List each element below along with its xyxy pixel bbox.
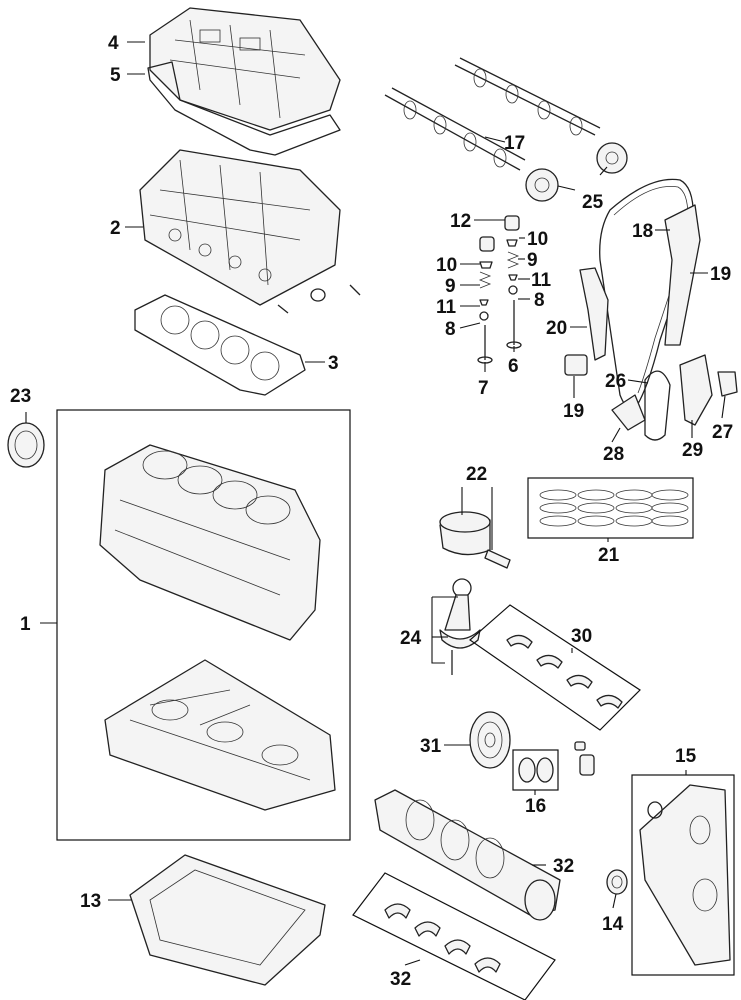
callout-10-left: 10 [436,255,457,276]
timing-cover-box [631,774,735,976]
callout-23: 24 [400,628,422,649]
oil-pump-tensioner [717,371,738,397]
rear-main-seal [7,422,45,468]
piston [439,511,511,569]
engine-block [99,444,321,641]
callout-18: 19 [563,401,584,422]
block-assembly-frame [56,409,351,841]
timing-cover [639,784,731,966]
rod-bearings [506,634,623,709]
callout-2: 2 [110,218,121,239]
oil-pump-chain-guide-left [611,394,646,431]
callout-7: 7 [478,378,489,399]
callout-11-right: 11 [531,270,552,291]
callout-8-left: 8 [445,319,456,340]
leader-lines [25,41,726,966]
callout-10-right: 10 [527,229,548,250]
callout-31: 27 [712,422,733,443]
callout-labels: 4 5 2 3 17 25 12 10 10 9 9 11 11 8 8 6 7… [10,33,733,990]
callout-19-right: 19 [710,264,731,285]
callout-5: 5 [110,65,121,86]
crankshaft-pulley [469,711,511,769]
callout-29: 13 [80,891,101,912]
crankshaft [374,789,561,921]
callout-20: 25 [582,192,604,213]
camshafts [384,57,601,171]
oil-pump-chain-guide-right [679,354,713,426]
main-bearings [384,903,501,973]
main-bearings-box [352,872,556,1000]
callout-28: 23 [10,386,31,407]
callout-4: 4 [108,33,119,54]
callout-27: 31 [420,736,442,757]
callout-25: 32 [553,856,574,877]
valve-train-parts [477,215,522,364]
bedplate [104,659,336,811]
callout-24: 30 [571,626,592,647]
chain-tensioner [564,354,588,376]
rod-bearings-box [469,604,641,731]
callout-8-right: 8 [534,290,545,311]
callout-19-left: 20 [546,318,567,339]
chain-guide-right [664,204,701,346]
callout-1: 1 [20,614,31,635]
cylinder-head [139,149,361,314]
cam-sprockets [525,142,628,202]
front-crank-seal [606,869,628,895]
callout-6: 6 [508,356,519,377]
callout-32-right: 29 [682,440,703,461]
callout-12: 12 [450,211,471,232]
valve-cover [149,7,341,131]
callout-17: 18 [632,221,653,242]
head-gasket [134,294,306,396]
connecting-rod [439,578,481,675]
callout-9-right: 9 [527,250,538,271]
timing-chain [599,178,694,410]
callout-22: 22 [466,464,487,485]
oil-pan [129,854,326,986]
callout-21: 21 [598,545,620,566]
crank-sprockets [518,757,554,783]
callout-16: 16 [525,796,546,817]
callout-15: 15 [675,746,697,767]
valve-cover-gasket [147,61,341,156]
callout-26: 32 [390,969,411,990]
callout-11-left: 11 [436,297,457,318]
chain-guide-left [579,267,609,361]
callout-13: 17 [504,133,525,154]
callout-9-left: 9 [445,276,456,297]
callout-3: 3 [328,353,339,374]
piston-rings [539,489,689,527]
callout-14: 14 [602,914,624,935]
callout-30: 26 [605,371,626,392]
piston-rings-box [527,477,694,539]
oil-pump-chain [644,370,671,441]
callout-32-left: 28 [603,444,624,465]
